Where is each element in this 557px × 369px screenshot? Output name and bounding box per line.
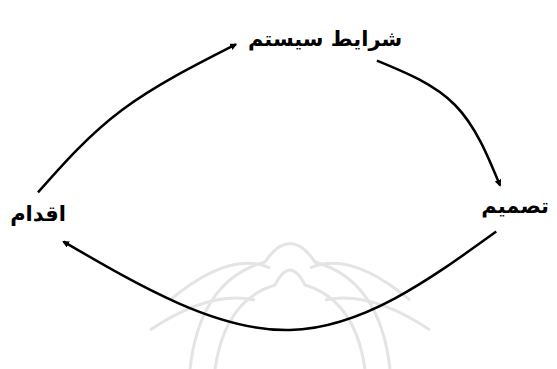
- step-label: تصمیم: [481, 194, 549, 219]
- watermark-petal: [170, 263, 410, 300]
- cycle-step: اقدام: [6, 200, 70, 229]
- cycle-arrow: [38, 44, 236, 192]
- cycle-arrow: [63, 232, 496, 330]
- cycle-arrow: [377, 61, 500, 186]
- watermark-petal: [190, 244, 390, 369]
- step-label: اقدام: [10, 202, 66, 227]
- cycle-step: تصمیم: [477, 192, 553, 221]
- cycle-step: شرایط سیستم: [244, 25, 406, 54]
- watermark-petal: [215, 270, 365, 369]
- step-label: شرایط سیستم: [248, 27, 402, 52]
